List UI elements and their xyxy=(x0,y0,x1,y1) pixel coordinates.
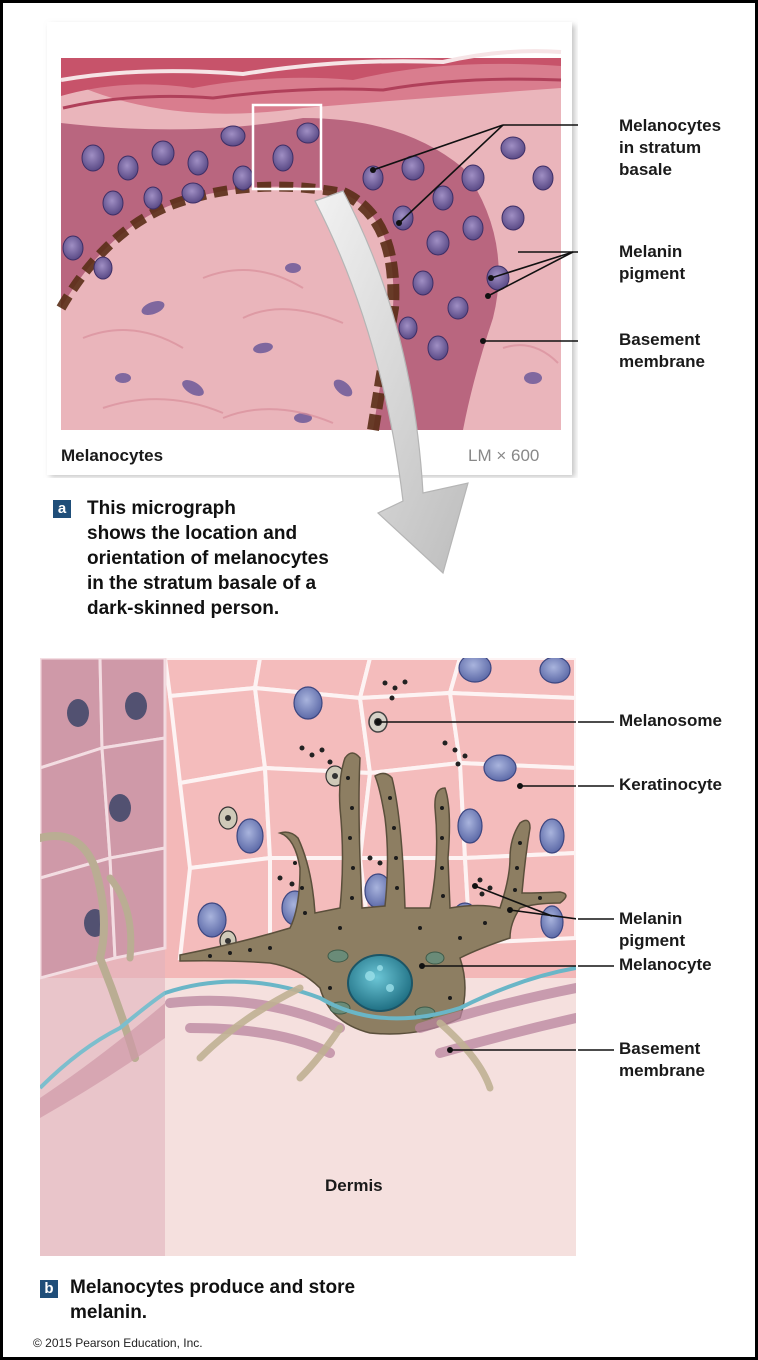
label-melanin-pigment-a: Melanin pigment xyxy=(619,241,685,285)
label-dermis: Dermis xyxy=(325,1175,383,1197)
label-melanosome: Melanosome xyxy=(619,710,722,732)
label-melanocytes-in-stratum-basale: Melanocytes in stratum basale xyxy=(619,115,721,181)
micrograph-title: Melanocytes xyxy=(61,445,163,467)
caption-b: Melanocytes produce and store melanin. xyxy=(70,1275,355,1325)
badge-b: b xyxy=(40,1280,58,1298)
label-melanocyte: Melanocyte xyxy=(619,954,712,976)
diagram-pointer-extensions xyxy=(578,703,618,1063)
label-basement-membrane-b: Basement membrane xyxy=(619,1038,705,1082)
label-basement-membrane-a: Basement membrane xyxy=(619,329,705,373)
label-melanin-pigment-b: Melanin pigment xyxy=(619,908,685,952)
copyright-notice: © 2015 Pearson Education, Inc. xyxy=(33,1336,203,1350)
zoom-arrow-icon xyxy=(303,183,503,583)
caption-a: This micrograph shows the location and o… xyxy=(87,496,329,621)
badge-a: a xyxy=(53,500,71,518)
label-keratinocyte: Keratinocyte xyxy=(619,774,722,796)
melanocyte-diagram xyxy=(40,658,580,1258)
